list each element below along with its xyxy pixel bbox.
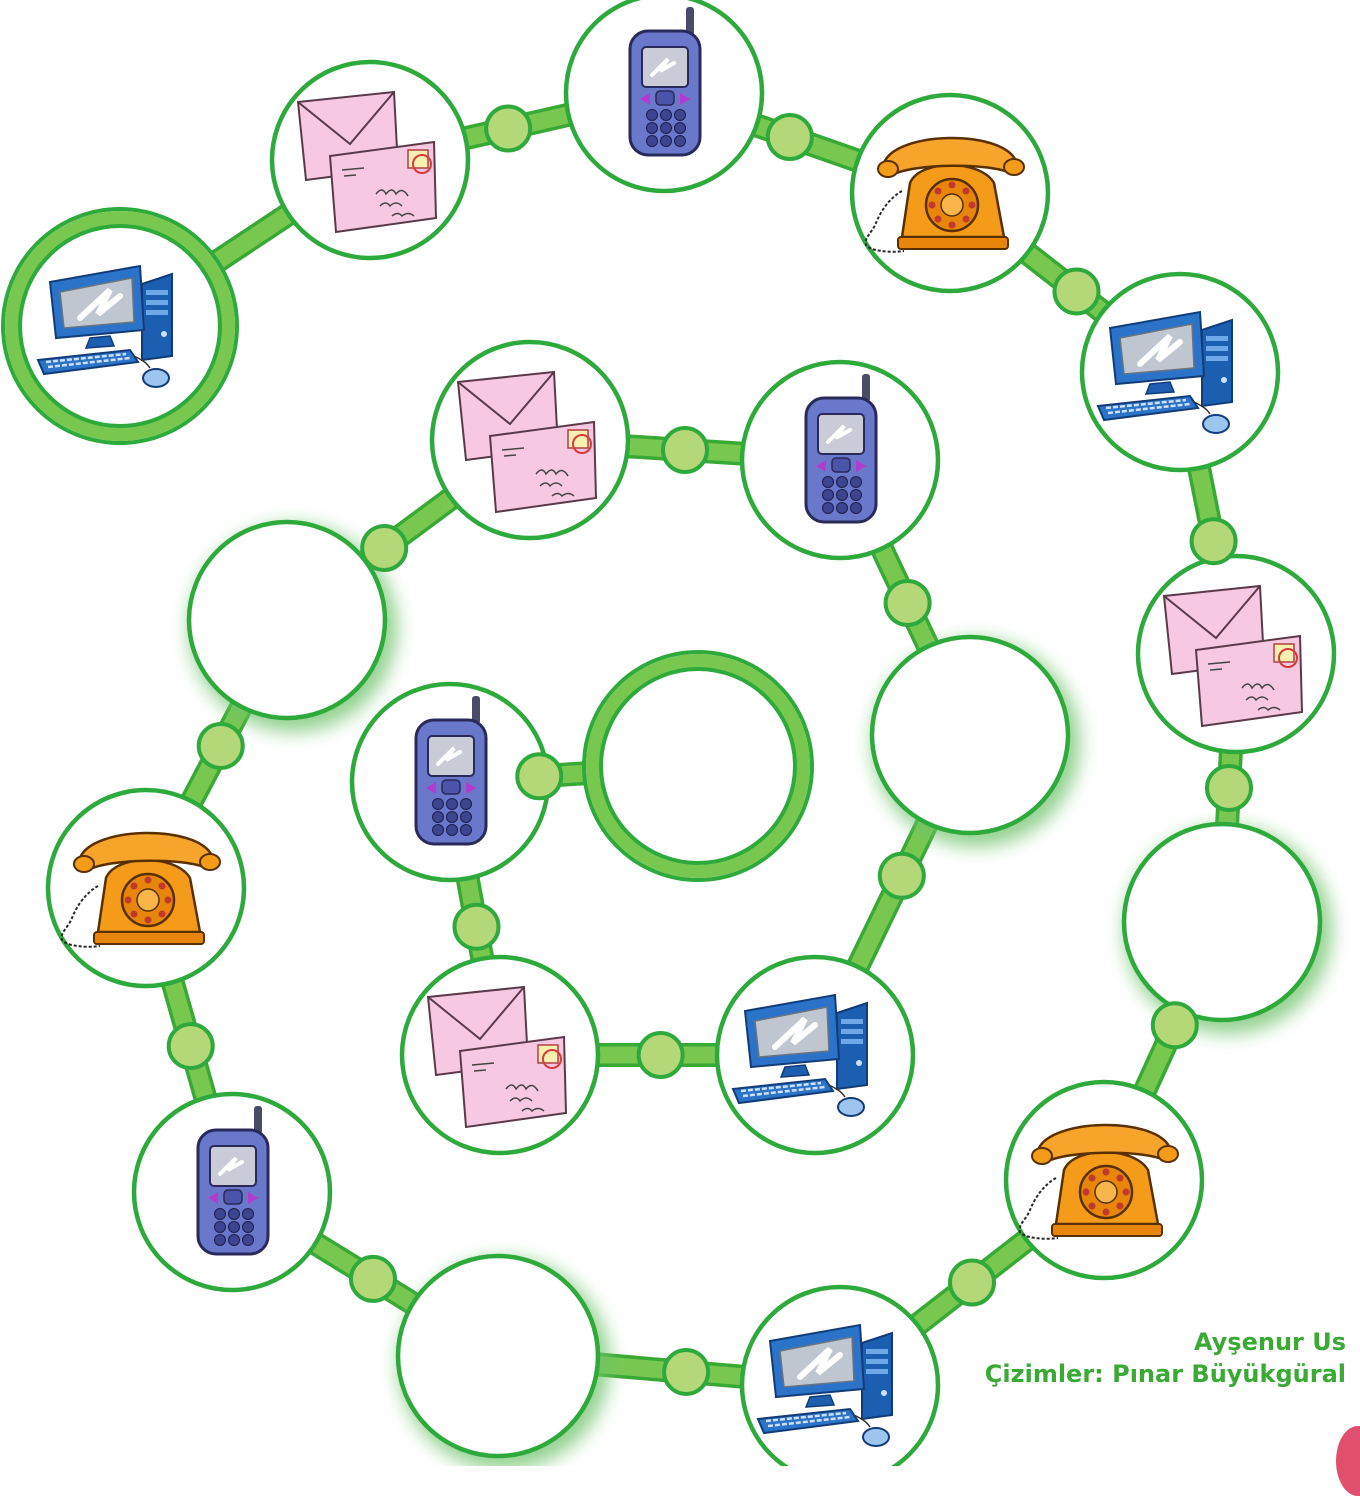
path-dot (768, 115, 812, 159)
path-dot (486, 107, 530, 151)
path-dot (886, 581, 930, 625)
author-credit: Ayşenur Us (985, 1326, 1346, 1358)
board-space-s18[interactable] (402, 957, 598, 1153)
board-space-start[interactable] (3, 209, 237, 443)
path-dot (663, 428, 707, 472)
path-dot (664, 1350, 708, 1394)
path-dot (455, 905, 499, 949)
path-dot (362, 526, 406, 570)
board-space-s16[interactable] (872, 637, 1068, 833)
board-space-s3[interactable] (566, 0, 762, 191)
board-space-s2[interactable] (272, 62, 468, 258)
game-board (0, 0, 1360, 1466)
board-space-s6[interactable] (1138, 556, 1334, 752)
path-dot (169, 1024, 213, 1068)
path-dot (1192, 519, 1236, 563)
board-space-s17[interactable] (717, 957, 913, 1153)
board-space-s15[interactable] (742, 362, 938, 558)
path-dot (1055, 269, 1099, 313)
path-dot (950, 1261, 994, 1305)
path-dot (639, 1033, 683, 1077)
path-dot (880, 854, 924, 898)
path-dot (199, 724, 243, 768)
board-space-s7[interactable] (1124, 824, 1320, 1020)
board-space-finish[interactable] (584, 652, 812, 880)
board-space-s5[interactable] (1082, 274, 1278, 470)
path-dot (351, 1257, 395, 1301)
board-space-s4[interactable] (852, 95, 1048, 291)
board-space-s8[interactable] (1006, 1082, 1202, 1278)
credits: Ayşenur Us Çizimler: Pınar Büyükgüral (985, 1326, 1346, 1390)
board-space-s13[interactable] (189, 522, 385, 718)
board-space-s12[interactable] (48, 790, 244, 986)
board-space-s11[interactable] (134, 1094, 330, 1290)
illustrator-credit: Çizimler: Pınar Büyükgüral (985, 1358, 1346, 1390)
path-dot (517, 754, 561, 798)
board-space-s14[interactable] (432, 342, 628, 538)
board-space-s9[interactable] (742, 1287, 938, 1466)
path-dot (1207, 766, 1251, 810)
path-dot (1153, 1003, 1197, 1047)
board-space-s10[interactable] (398, 1256, 598, 1456)
